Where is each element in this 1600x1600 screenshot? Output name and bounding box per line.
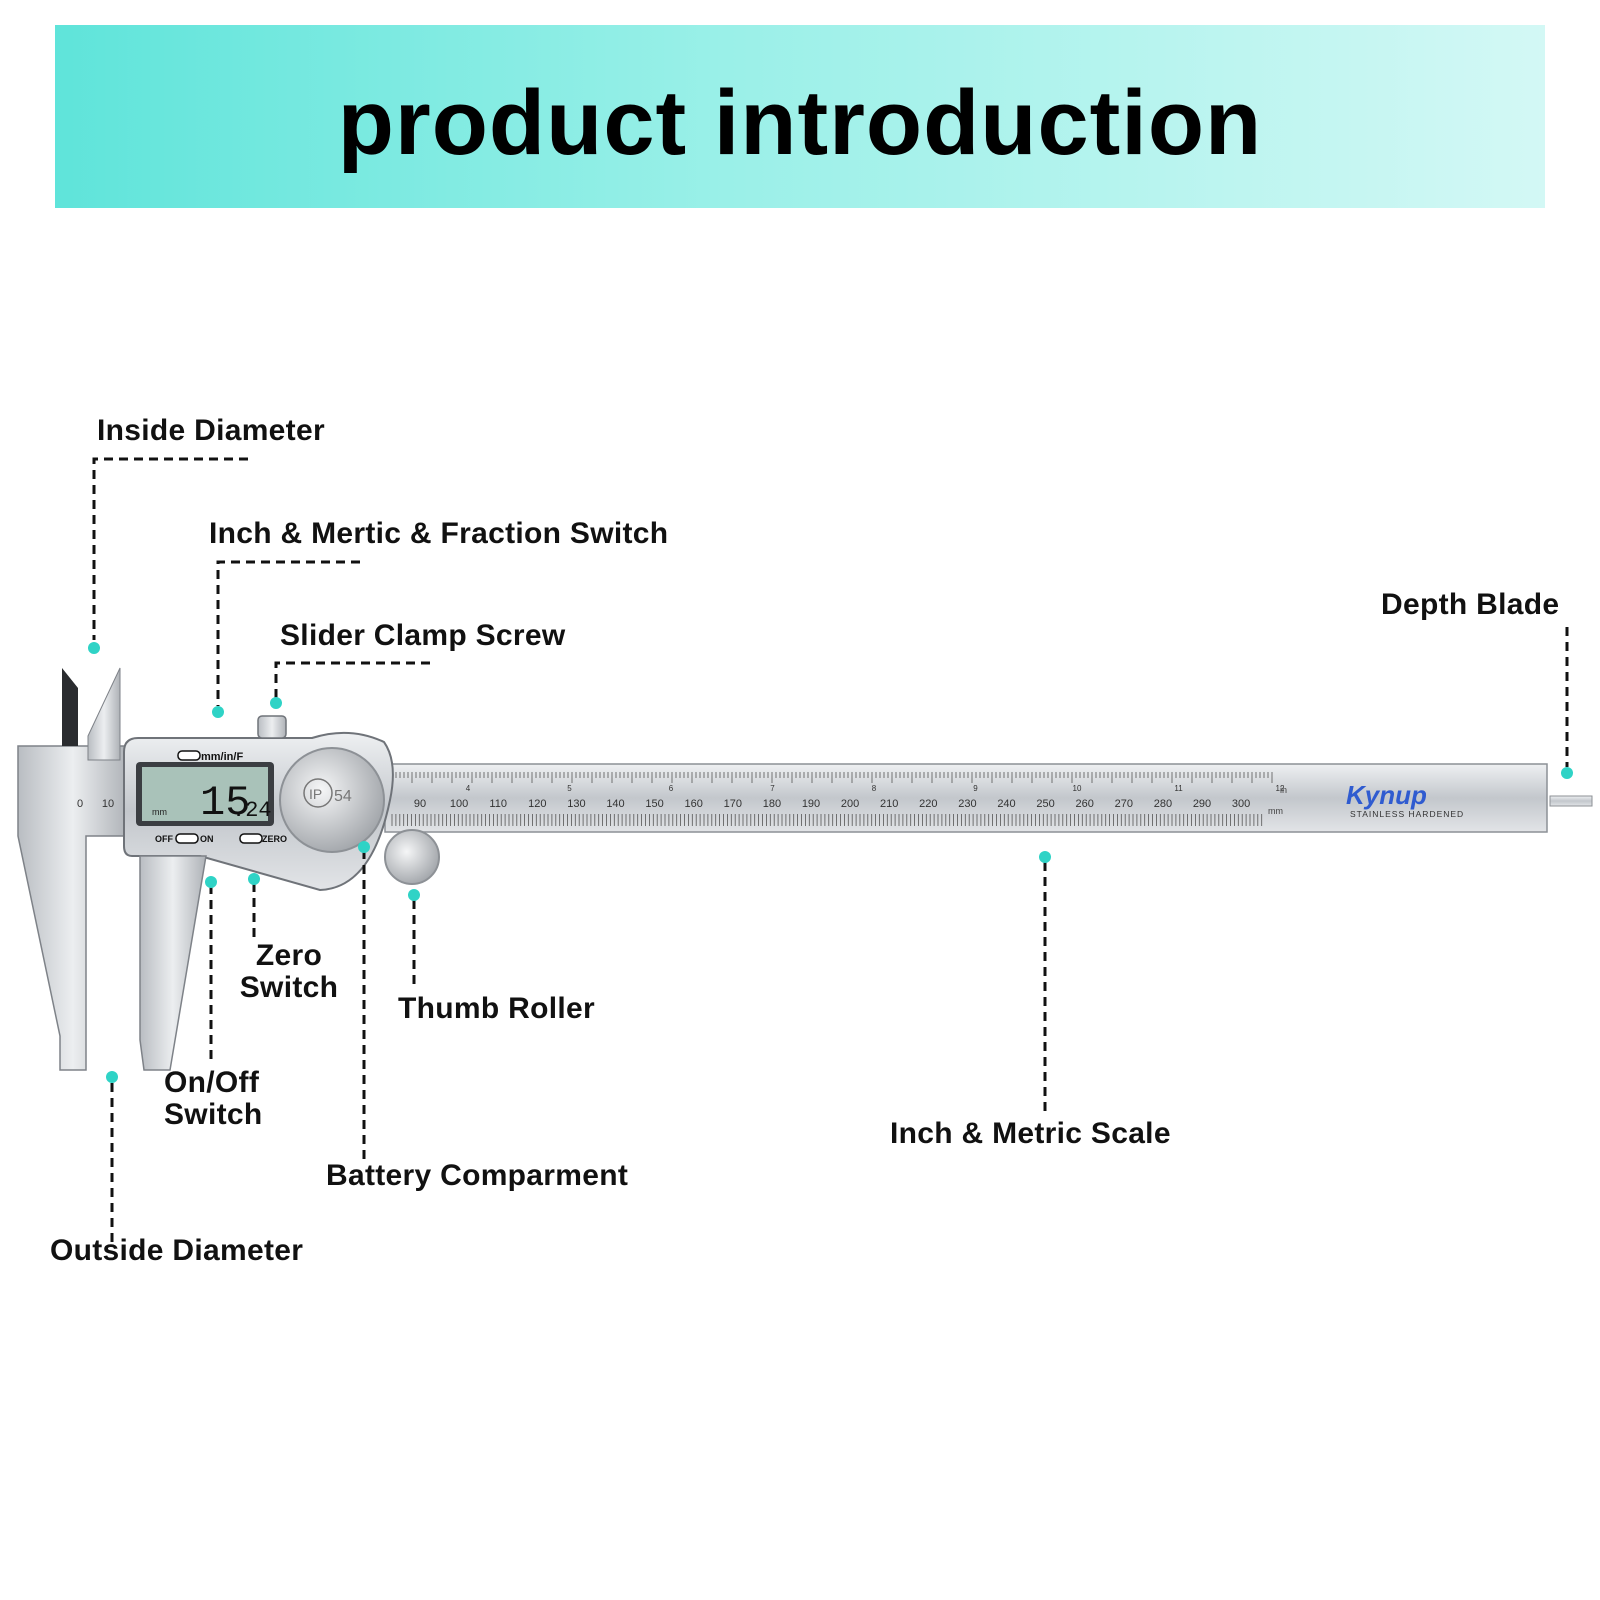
off-label: OFF (155, 834, 173, 844)
mm-scale-label: 100 (450, 798, 468, 810)
dot-battery (358, 841, 370, 853)
ip-rating-number: 54 (334, 788, 352, 805)
mm-scale-label: 150 (645, 798, 663, 810)
mm-scale-label: 220 (919, 798, 937, 810)
onoff-button[interactable] (175, 833, 199, 844)
mm-unit: mm (1268, 806, 1283, 816)
mm-scale-label: 230 (958, 798, 976, 810)
leader-lines (92, 457, 1569, 1244)
dot-onoff-switch (205, 876, 217, 888)
mm-scale-label: 290 (1193, 798, 1211, 810)
label-zero-switch-line2: Switch (239, 971, 339, 1004)
mm-scale-label: 270 (1115, 798, 1133, 810)
mm-scale-label: 190 (802, 798, 820, 810)
label-onoff-switch: On/Off Switch (164, 1067, 262, 1131)
mm-scale-label: 140 (606, 798, 624, 810)
thumb-roller[interactable] (384, 829, 440, 885)
inch-scale-label: 12 (1276, 784, 1285, 793)
label-zero-switch-line1: Zero (255, 939, 323, 972)
mm-scale-label: 280 (1154, 798, 1172, 810)
inch-scale-label: 10 (1073, 784, 1082, 793)
lcd-decimal: .24 (232, 798, 272, 823)
dot-zero-switch (248, 873, 260, 885)
mm-scale-label: 300 (1232, 798, 1250, 810)
mm-scale-label: 90 (414, 798, 426, 810)
scale-ticks: 90 100 110 120 130 140 150 160 170 180 190 200 210 22… (391, 772, 1285, 826)
leader-inside-diameter (92, 457, 248, 640)
zero-label: ZERO (262, 834, 287, 844)
label-onoff-switch-line1: On/Off (164, 1066, 260, 1099)
mm-scale-label: 170 (724, 798, 742, 810)
banner-title: product introduction (337, 72, 1263, 174)
inch-scale-label: 6 (669, 784, 674, 793)
label-zero-switch: Zero Switch (234, 940, 344, 1004)
dot-inside-diameter (88, 642, 100, 654)
mm-scale-label: 200 (841, 798, 859, 810)
movable-outside-jaw (139, 855, 207, 1071)
slider-clamp-screw[interactable] (257, 715, 287, 739)
zero-button[interactable] (239, 833, 263, 844)
dot-fraction-switch (212, 706, 224, 718)
callout-dots (88, 642, 1573, 1083)
mm-scale-label: 180 (763, 798, 781, 810)
ip-badge (303, 778, 333, 808)
brand-logo: Kynup (1346, 780, 1427, 810)
label-inch-metric-scale: Inch & Metric Scale (890, 1117, 1171, 1150)
label-outside-diameter: Outside Diameter (50, 1234, 304, 1267)
label-inside-diameter: Inside Diameter (97, 414, 325, 447)
label-fraction-switch: Inch & Mertic & Fraction Switch (209, 517, 669, 550)
dot-slider-clamp (270, 697, 282, 709)
label-depth-blade: Depth Blade (1381, 588, 1560, 621)
mm-scale-label: 120 (528, 798, 546, 810)
inch-scale-label: 5 (567, 784, 572, 793)
mode-button-label: mm/in/F (201, 751, 243, 763)
label-slider-clamp-screw: Slider Clamp Screw (280, 619, 566, 652)
leader-fraction-switch (216, 560, 360, 706)
fixed-inside-jaw (62, 668, 78, 746)
label-onoff-switch-line2: Switch (164, 1098, 263, 1131)
mm-scale-label: 250 (1036, 798, 1054, 810)
inch-scale-label: 4 (466, 784, 471, 793)
mm-scale-label: 160 (685, 798, 703, 810)
fixed-outside-jaw (17, 745, 129, 1071)
on-label: ON (200, 834, 214, 844)
lcd-value: 15 (200, 779, 250, 827)
inch-scale-label: 8 (872, 784, 877, 793)
mm-scale-label: 110 (489, 798, 507, 810)
movable-inside-jaw (87, 667, 121, 761)
inch-unit: in (1280, 785, 1287, 795)
lcd-unit: mm (152, 807, 167, 817)
dot-scale (1039, 851, 1051, 863)
label-battery-compartment: Battery Comparment (326, 1159, 629, 1192)
lcd-screen (142, 767, 268, 821)
brand-subtitle: STAINLESS HARDENED (1350, 809, 1464, 819)
mm-scale-label: 240 (997, 798, 1015, 810)
ip-rating-prefix: IP (309, 786, 322, 802)
dot-outside-diameter (106, 1071, 118, 1083)
title-banner: product introduction (55, 25, 1545, 208)
depth-blade (1549, 795, 1593, 807)
main-beam (384, 763, 1548, 833)
mode-button[interactable] (177, 750, 201, 761)
label-thumb-roller: Thumb Roller (398, 992, 595, 1025)
mm-scale-label: 130 (567, 798, 585, 810)
mm-scale-label: 10 (102, 798, 114, 810)
inch-scale-label: 7 (770, 784, 775, 793)
leader-slider-clamp (274, 661, 430, 699)
inch-scale-label: 11 (1174, 784, 1183, 793)
mm-scale-label: 210 (880, 798, 898, 810)
mm-scale-label: 0 (77, 798, 83, 810)
mm-scale-label: 260 (1076, 798, 1094, 810)
dot-depth-blade (1561, 767, 1573, 779)
inch-scale-label: 9 (973, 784, 978, 793)
battery-compartment-cover (279, 747, 385, 853)
dot-thumb-roller (408, 889, 420, 901)
